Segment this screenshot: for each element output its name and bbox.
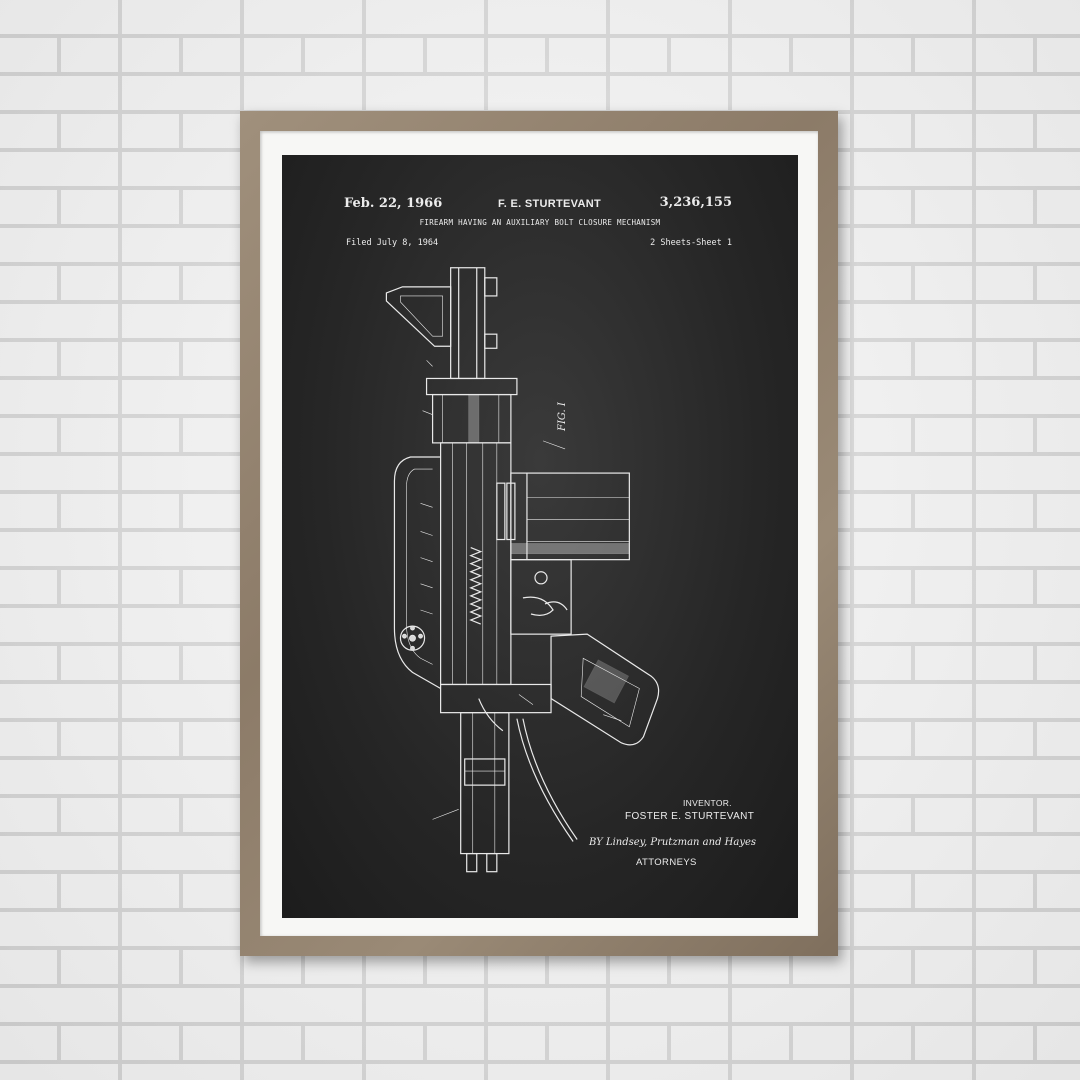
picture-frame: Feb. 22, 1966 F. E. STURTEVANT 3,236,155… [240, 111, 838, 956]
filed-date: Filed July 8, 1964 [346, 238, 439, 248]
rifle-patent-drawing [385, 267, 660, 873]
patent-date: Feb. 22, 1966 [344, 196, 443, 211]
patent-title: FIREARM HAVING AN AUXILIARY BOLT CLOSURE… [419, 218, 661, 227]
patent-number: 3,236,155 [659, 195, 732, 210]
frame-mat: Feb. 22, 1966 F. E. STURTEVANT 3,236,155… [260, 131, 818, 936]
figure-label: FIG. I [557, 402, 568, 431]
patent-poster: Feb. 22, 1966 F. E. STURTEVANT 3,236,155… [282, 155, 798, 918]
inventor-name: FOSTER E. STURTEVANT [625, 811, 755, 822]
inventor-header: F. E. STURTEVANT [498, 198, 601, 210]
sheet-count: 2 Sheets-Sheet 1 [650, 238, 732, 248]
inventor-label: INVENTOR. [683, 798, 732, 808]
attorneys-label: ATTORNEYS [636, 857, 697, 868]
attorney-signature: BY Lindsey, Prutzman and Hayes [589, 837, 757, 848]
